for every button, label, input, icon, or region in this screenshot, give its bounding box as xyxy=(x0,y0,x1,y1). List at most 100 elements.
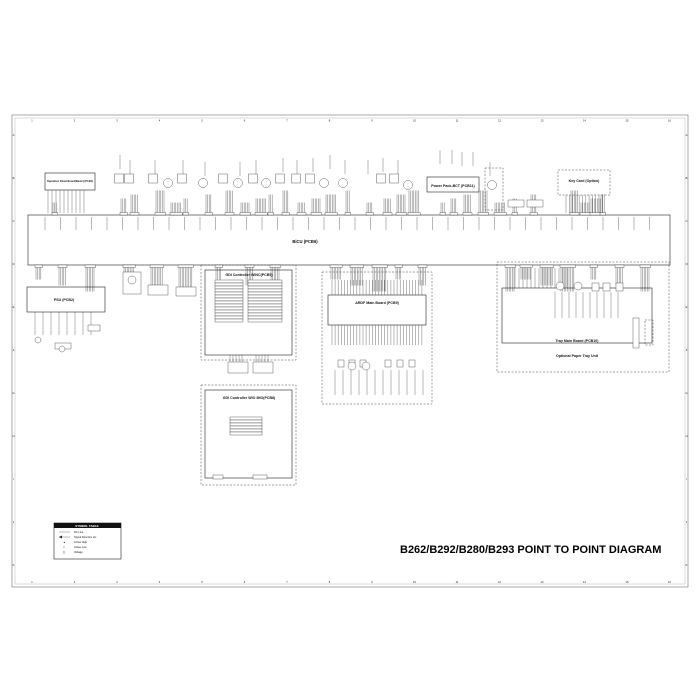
grid-row-label: G xyxy=(12,391,14,395)
optional-tray-dashed xyxy=(496,261,670,373)
connector xyxy=(417,264,428,268)
grid-column-label: 1 xyxy=(31,119,33,123)
connector xyxy=(394,264,403,268)
pin-row xyxy=(247,309,283,314)
grid-row-label: G xyxy=(685,391,687,395)
motor xyxy=(233,178,243,188)
svg-text:▽: ▽ xyxy=(63,546,66,549)
symbol-row-3: Active High xyxy=(74,540,88,544)
connector xyxy=(614,264,625,268)
symbol-row-5: Voltage xyxy=(74,550,83,554)
motor xyxy=(338,178,348,188)
grid-row-label: C xyxy=(686,219,688,223)
power-inlet xyxy=(34,336,42,344)
motor xyxy=(403,180,413,190)
connector xyxy=(407,212,421,216)
key-card-label: Key Card (Option) xyxy=(569,179,601,183)
tray-sensor xyxy=(591,282,600,292)
connector xyxy=(281,212,290,216)
connector xyxy=(269,264,281,268)
pin-row xyxy=(247,291,283,296)
gdi-wio-board xyxy=(204,389,293,479)
connector xyxy=(254,212,268,216)
winc-sub-b xyxy=(252,361,274,374)
pin-row xyxy=(229,431,263,436)
connector xyxy=(204,212,213,216)
component xyxy=(124,173,134,184)
pin-row xyxy=(247,315,283,320)
grid-column-label: 13 xyxy=(541,580,544,584)
pin-row xyxy=(247,285,283,290)
part-box-b xyxy=(147,284,169,296)
motor xyxy=(261,178,271,188)
symbol-row-4: Active Low xyxy=(74,545,87,549)
grid-column-label: 16 xyxy=(668,580,671,584)
connector xyxy=(252,474,268,480)
pin-row xyxy=(247,318,283,323)
grid-column-label: 5 xyxy=(201,119,203,123)
grid-column-label: 12 xyxy=(498,119,501,123)
gdi-wio-label: GDI Controller WIO MIO(PCB8) xyxy=(223,396,276,400)
connector xyxy=(599,212,606,216)
grid-column-label: 15 xyxy=(626,119,629,123)
bicu-top-connectors xyxy=(44,190,650,230)
key-card-option xyxy=(557,169,611,196)
connector xyxy=(149,264,164,268)
pin-row xyxy=(229,419,263,424)
grid-column-label: 3 xyxy=(116,580,118,584)
grid-column-label: 3 xyxy=(116,119,118,123)
psu-peripherals xyxy=(34,312,101,353)
pin-row xyxy=(214,318,244,323)
gdi-winc-pin-table xyxy=(214,279,283,362)
connector xyxy=(395,212,407,216)
grid-column-label: 13 xyxy=(541,119,544,123)
connector xyxy=(212,474,224,480)
grid-column-label: 11 xyxy=(456,119,459,123)
connector xyxy=(519,264,533,268)
connector xyxy=(344,212,351,216)
power-pack-label: Power Pack-BCT (PCB11) xyxy=(431,184,475,188)
symbol-row-2: Signal Direction etc xyxy=(74,535,97,539)
svg-text:[ ]: [ ] xyxy=(63,550,65,554)
pin-row xyxy=(214,291,244,296)
connector xyxy=(493,212,507,216)
bicu-board xyxy=(27,214,671,266)
pin-row xyxy=(229,416,263,421)
connector xyxy=(529,212,538,216)
sensor xyxy=(408,359,416,368)
sensor xyxy=(384,359,392,368)
connector xyxy=(324,212,338,216)
connector xyxy=(129,212,140,216)
connector xyxy=(119,212,128,216)
hv-unit-b xyxy=(526,199,544,208)
connector xyxy=(365,212,374,216)
pin-row xyxy=(214,306,244,311)
pin-row xyxy=(214,303,244,308)
grid-column-label: 6 xyxy=(244,119,246,123)
grid-column-label: 8 xyxy=(329,580,331,584)
ardf-peripherals xyxy=(331,280,424,395)
svg-text:▲: ▲ xyxy=(63,541,66,544)
pin-row xyxy=(214,312,244,317)
component xyxy=(218,173,228,184)
switch xyxy=(58,345,66,353)
grid-column-label: 2 xyxy=(74,580,76,584)
power-pack-dashed-area xyxy=(484,167,504,211)
pin-row xyxy=(214,309,244,314)
tray-peripherals xyxy=(514,268,654,349)
connector xyxy=(154,212,166,216)
pin-row xyxy=(214,294,244,299)
grid-column-label: 16 xyxy=(668,119,671,123)
psu-label: PSU (PCB2) xyxy=(54,298,75,302)
pin-row xyxy=(247,297,283,302)
connector xyxy=(477,212,489,216)
component xyxy=(389,173,399,184)
upper-components xyxy=(47,150,603,213)
symbol-table-header: SYMBOL TABLE xyxy=(75,524,98,528)
component xyxy=(305,173,315,184)
connector xyxy=(371,264,388,268)
grid-row-label: C xyxy=(13,219,15,223)
component xyxy=(148,173,158,184)
pin-row xyxy=(214,285,244,290)
